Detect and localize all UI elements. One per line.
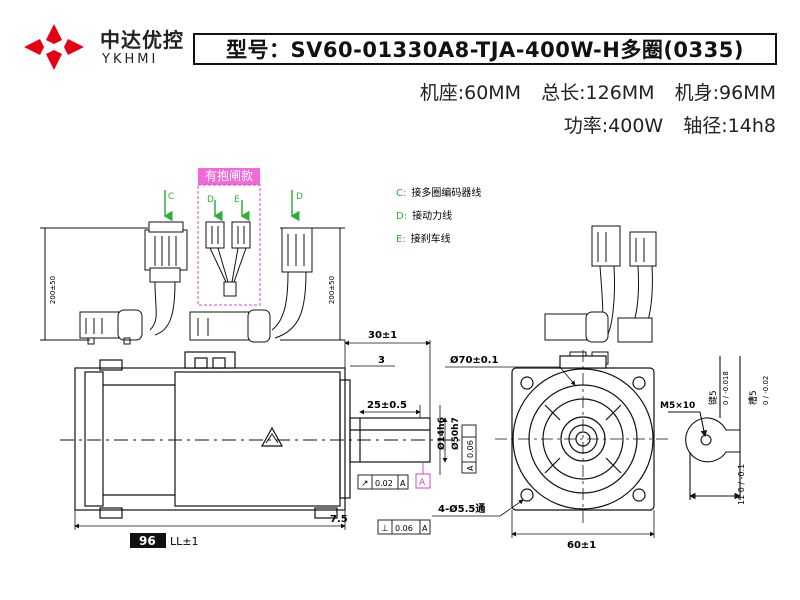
dim-70: Ø70±0.1 — [450, 354, 499, 366]
brand-logo: 中达优控 YKHMI — [20, 22, 190, 72]
brake-connectors — [205, 221, 251, 297]
ll-label: LL±1 — [170, 535, 198, 548]
shaft-tolerance: 11 0 / -0.1 — [737, 464, 746, 505]
ll-value-box — [130, 533, 166, 548]
end-view-connectors — [544, 225, 657, 365]
spec-total-length: 总长:126MM — [541, 82, 655, 104]
brand-name-cn: 中达优控 — [100, 28, 184, 52]
callout-c-label: C — [168, 192, 174, 202]
tol-perp-value: 0.06 — [395, 524, 413, 533]
key-tolerance: 0 / -0.018 — [722, 371, 730, 405]
callout-brake-d-label: D — [207, 195, 214, 205]
legend-e: E: 接刹车线 — [396, 232, 451, 245]
legend-c-text: 接多圈编码器线 — [411, 186, 481, 199]
ll-value: 96 — [139, 534, 156, 548]
cable-length-left: 200±50 — [49, 276, 57, 304]
brake-version-title: 有抱闸款 — [198, 168, 260, 185]
slot-tolerance: 0 / -0.02 — [762, 376, 770, 405]
logo-diamond-icon — [24, 24, 84, 70]
wire-legend: C: 接多圈编码器线 D: 接动力线 E: 接刹车线 — [396, 186, 481, 245]
spec-shaft: 轴径:14h8 — [683, 115, 776, 137]
legend-c: C: 接多圈编码器线 — [396, 186, 481, 199]
slot-symbol: 槽5 — [747, 390, 759, 405]
power-cable-d — [189, 227, 345, 343]
legend-e-key: E: — [396, 234, 406, 245]
dim-14: Ø14h6 — [436, 417, 447, 450]
dim-50: Ø50h7 — [450, 417, 461, 450]
motor-side-view — [74, 351, 431, 519]
shaft-end-detail — [668, 356, 742, 500]
spec-body-length: 机身:96MM — [674, 82, 776, 104]
cable-length-right: 200±50 — [328, 276, 336, 304]
dim-25: 25±0.5 — [367, 400, 407, 411]
tol-runout-datum: A — [400, 479, 406, 488]
model-label: 型号： — [226, 38, 291, 62]
legend-d: D: 接动力线 — [396, 209, 452, 222]
spec-row-1: 机座:60MM 总长:126MM 机身:96MM — [406, 78, 776, 105]
legend-d-text: 接动力线 — [412, 209, 452, 222]
tol-conc-datum: A — [466, 465, 475, 471]
callout-brake-e-label: E — [234, 195, 240, 205]
tolerance-perp-frame — [377, 519, 431, 535]
tol-conc-value: 0.06 — [466, 440, 475, 458]
tolerance-runout-frame — [357, 474, 409, 490]
dim-m5: M5×10 — [660, 401, 695, 411]
callout-d-label: D — [296, 192, 303, 202]
spec-power: 功率:400W — [563, 115, 664, 137]
legend-e-text: 接刹车线 — [411, 232, 451, 245]
perp-symbol-icon: ⊥ — [381, 524, 389, 534]
tol-perp-datum: A — [422, 524, 428, 533]
tol-runout-value: 0.02 — [375, 479, 393, 488]
legend-d-key: D: — [396, 211, 407, 222]
dim-7-5: 7.5 — [330, 514, 348, 525]
warning-triangle-icon — [260, 426, 284, 447]
legend-c-key: C: — [396, 188, 406, 199]
runout-symbol-icon: ↗ — [361, 479, 369, 489]
dim-30: 30±1 — [368, 330, 397, 341]
encoder-cable-c — [40, 221, 188, 345]
spec-row-2: 功率:400W 轴径:14h8 — [550, 111, 776, 138]
model-value: SV60-01330A8-TJA-400W-H多圈(0335) — [290, 38, 744, 62]
brake-version-box — [197, 184, 261, 306]
dim-60: 60±1 — [567, 540, 596, 551]
datum-a-label: A — [419, 478, 426, 488]
brand-name-en: YKHMI — [102, 52, 159, 67]
model-title: 型号： SV60-01330A8-TJA-400W-H多圈(0335) — [193, 33, 777, 65]
spec-frame: 机座:60MM — [419, 82, 522, 104]
key-symbol: 键5 — [707, 390, 719, 405]
tolerance-concentric-frame — [461, 424, 477, 474]
dim-3: 3 — [378, 355, 385, 366]
dim-holes: 4-Ø5.5通 — [438, 503, 485, 515]
